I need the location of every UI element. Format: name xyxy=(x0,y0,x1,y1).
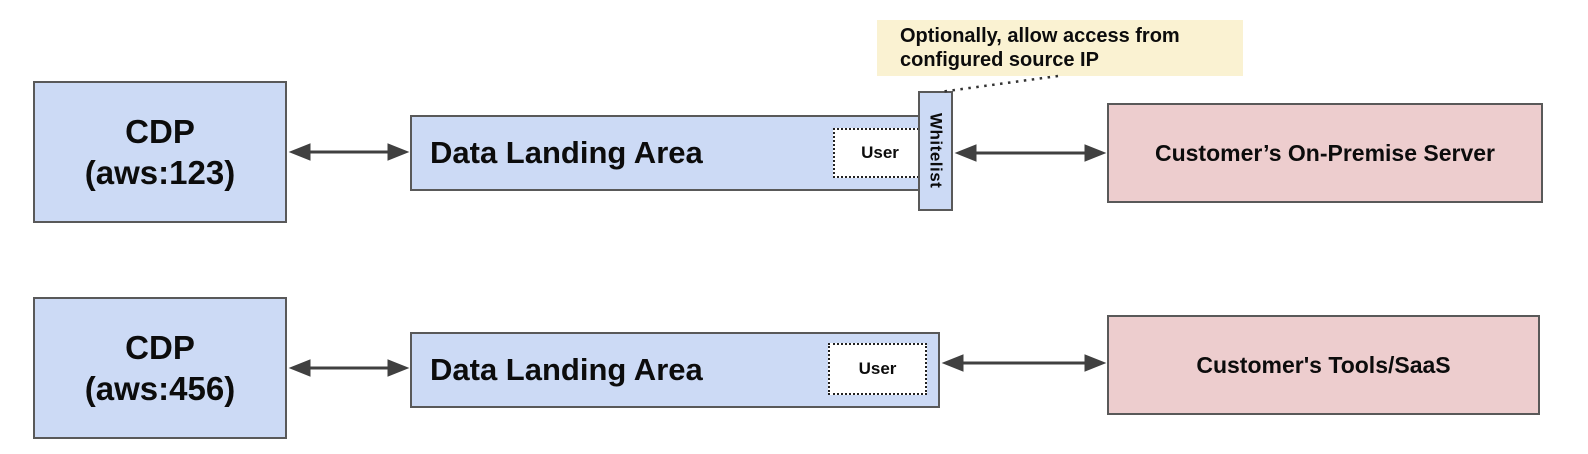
customer-tools-saas-box: Customer's Tools/SaaS xyxy=(1107,315,1540,415)
double-arrow-cdp123-dla xyxy=(288,143,410,161)
customer-onpremise-server-label: Customer’s On-Premise Server xyxy=(1154,139,1496,166)
whitelist-label: Whitelist xyxy=(926,113,946,189)
cdp-aws-456-label-line1: CDP xyxy=(125,329,195,366)
whitelist-box: Whitelist xyxy=(918,91,953,211)
cdp-aws-123-label-line2: (aws:123) xyxy=(84,154,236,191)
customer-onpremise-server-box: Customer’s On-Premise Server xyxy=(1107,103,1543,203)
cdp-aws-456-label-line2: (aws:456) xyxy=(84,370,236,407)
data-landing-area-bottom-label: Data Landing Area xyxy=(430,352,703,387)
cdp-aws-456-box: CDP (aws:456) xyxy=(33,297,287,439)
user-bottom-box: User xyxy=(828,343,927,395)
note-line2: configured source IP xyxy=(900,49,1099,71)
data-landing-area-top-label: Data Landing Area xyxy=(430,135,703,170)
double-arrow-cdp456-dla xyxy=(288,359,410,377)
cdp-aws-123-box: CDP (aws:123) xyxy=(33,81,287,223)
customer-tools-saas-label: Customer's Tools/SaaS xyxy=(1196,351,1451,378)
user-bottom-label: User xyxy=(858,359,897,378)
note-line1: Optionally, allow access from xyxy=(900,25,1180,47)
note-callout: Optionally, allow access from configured… xyxy=(877,20,1243,76)
user-top-label: User xyxy=(861,143,899,162)
double-arrow-whitelist-onpremise xyxy=(954,144,1107,162)
double-arrow-dla-tools-saas xyxy=(941,354,1107,372)
dotted-leader-line xyxy=(939,74,1059,94)
cdp-aws-123-label-line1: CDP xyxy=(125,113,195,150)
user-top-box: User xyxy=(833,128,927,178)
